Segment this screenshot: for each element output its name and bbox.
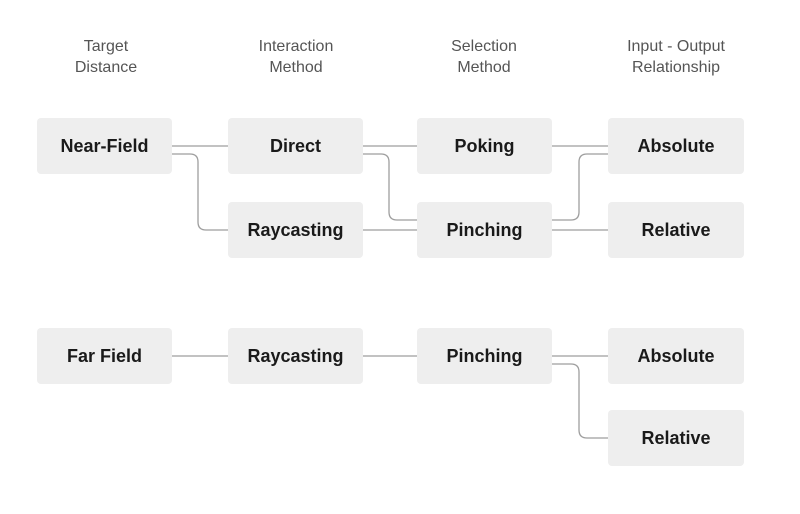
header-interaction-method: Interaction Method [258,38,334,76]
header-target-distance: Target Distance [74,38,138,76]
node-near-field: Near-Field [37,118,172,174]
node-relative-far: Relative [608,410,744,466]
node-poking: Poking [417,118,552,174]
header-io-relationship: Input - Output Relationship [627,38,725,76]
connector-direct-pinching [363,153,417,221]
node-raycasting-near: Raycasting [228,202,363,258]
node-pinching-near: Pinching [417,202,552,258]
node-direct: Direct [228,118,363,174]
node-absolute-far: Absolute [608,328,744,384]
connector-pinching-relative-far [552,363,608,439]
node-far-field: Far Field [37,328,172,384]
node-raycasting-far: Raycasting [228,328,363,384]
node-relative-near: Relative [608,202,744,258]
node-absolute-near: Absolute [608,118,744,174]
header-selection-method: Selection Method [451,38,517,76]
connector-nearfield-raycasting [172,153,228,231]
node-pinching-far: Pinching [417,328,552,384]
connector-pinching-absolute [552,153,608,221]
